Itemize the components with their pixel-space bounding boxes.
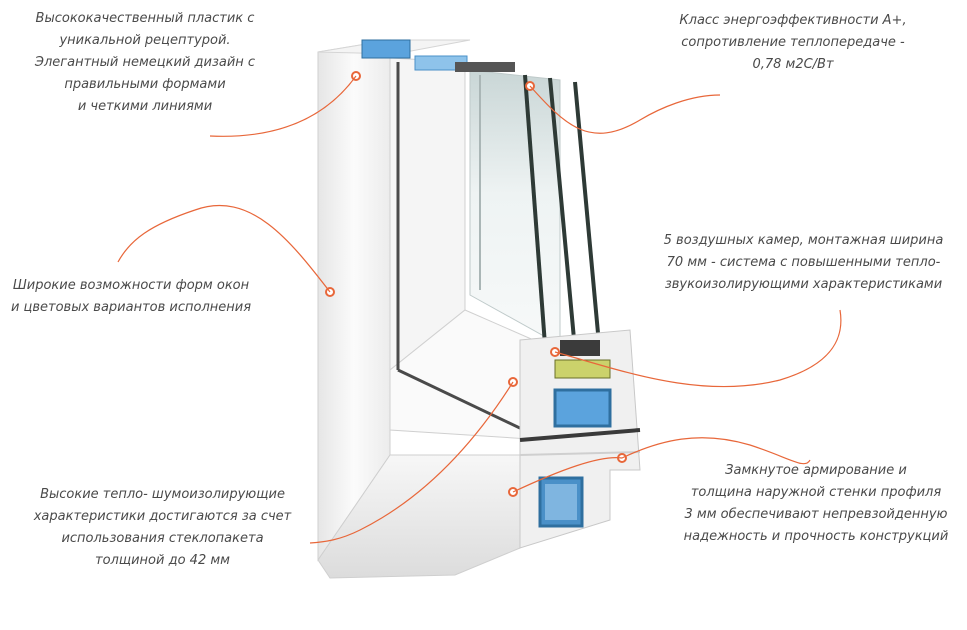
leader-chambers [554, 309, 842, 388]
top-section [361, 39, 515, 72]
leader-insulation [309, 381, 514, 544]
leader-shapes [117, 204, 331, 293]
annotation-reinforcement: Замкнутое армирование и толщина наружной… [665, 460, 967, 548]
annotation-line: сопротивление теплопередаче - [681, 35, 905, 50]
annotation-line: Высокие тепло- шумоизолирующие [40, 487, 285, 502]
annotation-line: Класс энергоэффективности А+, [679, 13, 907, 28]
annotation-line: использования стеклопакета [61, 531, 264, 546]
annotation-line: и четкими линиями [77, 99, 213, 114]
annotation-line: толщина наружной стенки профиля [690, 485, 942, 500]
annotation-line: 70 мм - система с повышенными тепло- [666, 255, 941, 270]
annotation-energy: Класс энергоэффективности А+, сопротивле… [658, 10, 928, 76]
annotation-line: надежность и прочность конструкций [683, 529, 949, 544]
bottom-cross-section [519, 329, 641, 549]
annotation-chambers: 5 воздушных камер, монтажная ширина 70 м… [640, 230, 967, 296]
leader-lines [117, 75, 842, 544]
annotation-line: характеристики достигаются за счет [33, 509, 292, 524]
annotation-line: Широкие возможности форм окон [12, 278, 250, 293]
annotation-line: уникальной рецептурой. [59, 33, 231, 48]
annotation-line: Высококачественный пластик с [35, 11, 255, 26]
leader-plastic [209, 75, 357, 137]
annotation-line: и цветовых вариантов исполнения [10, 300, 252, 315]
annotation-line: звукоизолирующими характеристиками [664, 277, 943, 292]
annotation-insulation: Высокие тепло- шумоизолирующие характери… [20, 484, 305, 572]
glass-unit [469, 69, 602, 356]
annotation-line: правильными формами [64, 77, 226, 92]
annotation-line: Элегантный немецкий дизайн с [34, 55, 256, 70]
annotation-line: 3 мм обеспечивают непревзойденную [684, 507, 948, 522]
annotation-line: Замкнутое армирование и [725, 463, 907, 478]
annotation-line: толщиной до 42 мм [95, 553, 230, 568]
leader-reinforcement [512, 437, 811, 493]
annotation-plastic: Высококачественный пластик с уникальной … [14, 8, 276, 118]
annotation-line: 0,78 м2С/Вт [752, 57, 834, 72]
leader-energy [529, 85, 721, 134]
sash-profile [389, 57, 546, 442]
annotation-line: 5 воздушных камер, монтажная ширина [663, 233, 944, 248]
annotation-shapes: Широкие возможности форм окон и цветовых… [0, 275, 262, 319]
